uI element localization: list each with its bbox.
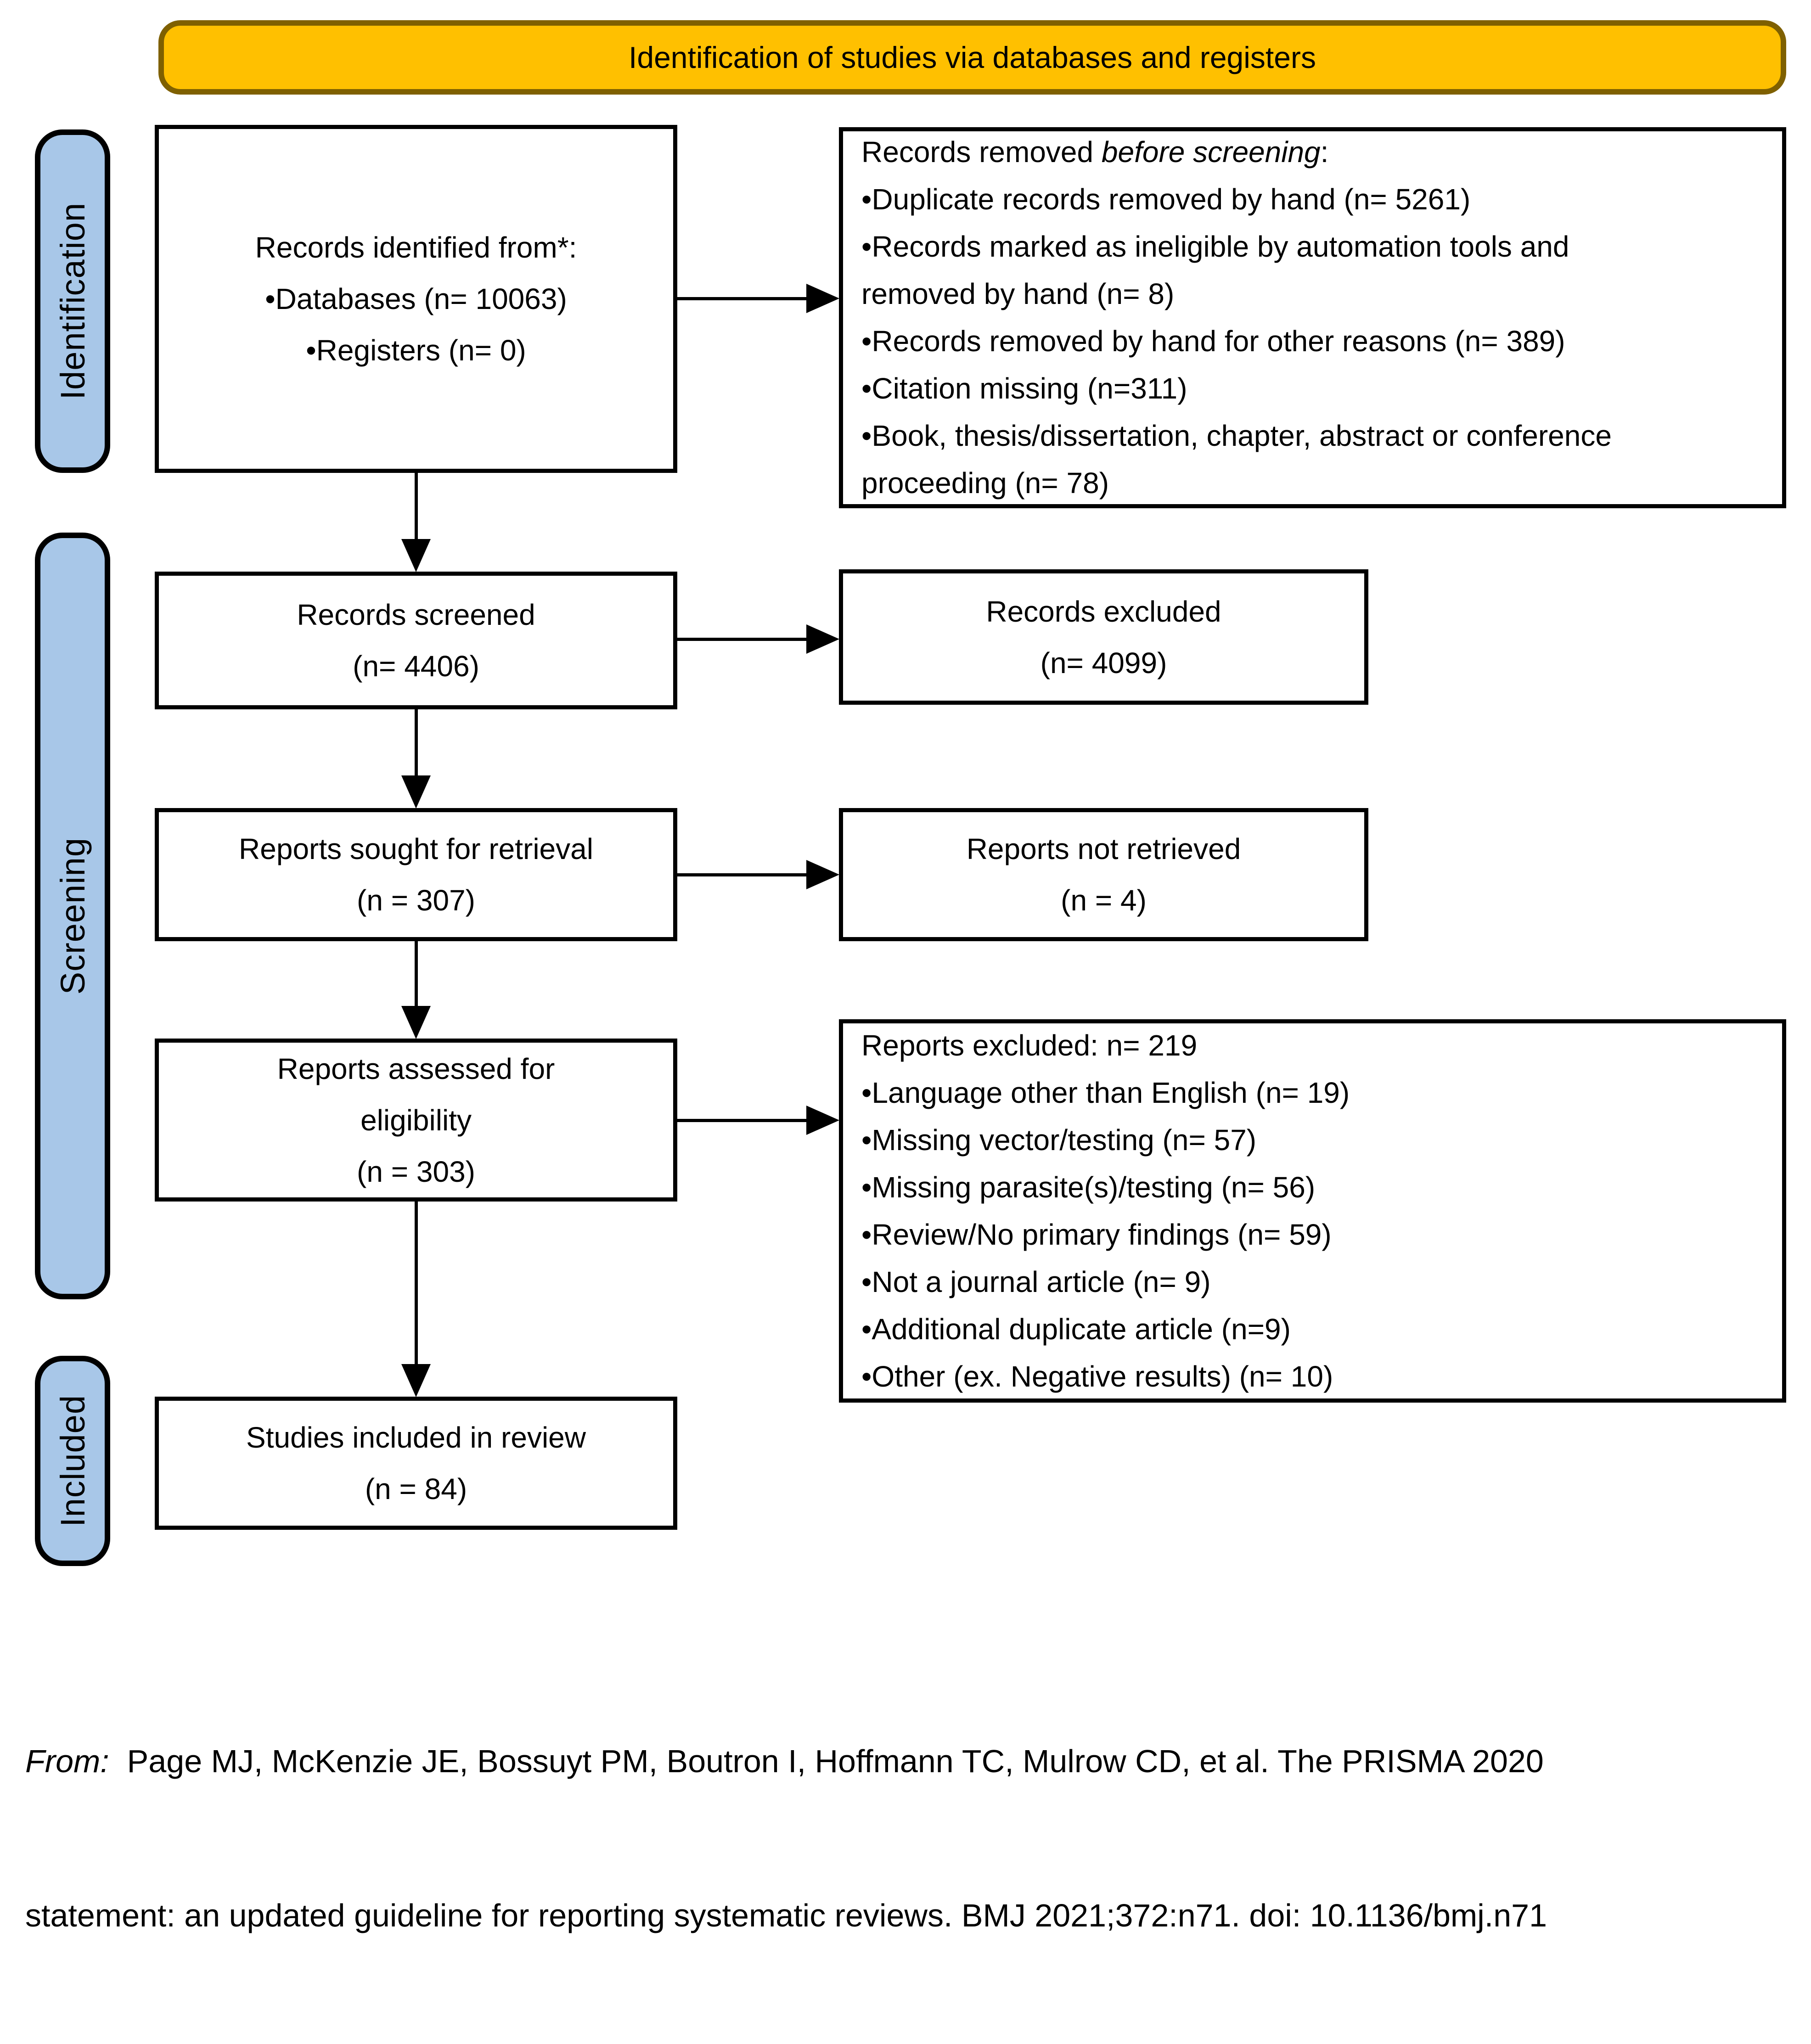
studies-included-count: (n = 84) — [365, 1472, 467, 1505]
box-reports-sought: Reports sought for retrieval (n = 307) — [155, 808, 677, 941]
box-reports-assessed: Reports assessed for eligibility (n = 30… — [155, 1039, 677, 1202]
arrow-sought-to-assessed-line — [415, 941, 418, 1008]
stage-screening: Screening — [35, 533, 110, 1299]
arrow-assessed-to-included-line — [415, 1202, 418, 1366]
arrow-identified-to-screened-head-icon — [401, 539, 431, 572]
arrow-screened-to-sought-head-icon — [401, 775, 431, 809]
rep-excl-item-missing-parasite: •Missing parasite(s)/testing (n= 56) — [861, 1170, 1316, 1204]
prisma-flow-diagram: Identification of studies via databases … — [25, 20, 1786, 1933]
records-screened-count: (n= 4406) — [353, 650, 479, 683]
rep-excl-item-duplicate: •Additional duplicate article (n=9) — [861, 1312, 1291, 1346]
arrow-sought-to-not-retrieved-line — [677, 873, 810, 876]
arrow-identified-to-removed-head-icon — [806, 284, 839, 313]
stage-identification-label: Identification — [53, 202, 92, 400]
rep-excl-item-other: •Other (ex. Negative results) (n= 10) — [861, 1359, 1333, 1393]
arrow-identified-to-screened-line — [415, 473, 418, 542]
records-identified-databases: •Databases (n= 10063) — [265, 282, 567, 315]
rep-excl-item-missing-vector: •Missing vector/testing (n= 57) — [861, 1123, 1257, 1157]
rep-excl-item-language: •Language other than English (n= 19) — [861, 1076, 1350, 1109]
box-records-removed-before-screening: Records removed before screening: •Dupli… — [839, 127, 1786, 508]
reports-sought-label: Reports sought for retrieval — [239, 832, 593, 865]
records-excluded-count: (n= 4099) — [1040, 646, 1167, 679]
removed-item-duplicates: •Duplicate records removed by hand (n= 5… — [861, 183, 1471, 216]
reports-assessed-label-2: eligibility — [360, 1103, 472, 1137]
box-reports-not-retrieved: Reports not retrieved (n = 4) — [839, 808, 1368, 941]
arrow-assessed-to-included-head-icon — [401, 1364, 431, 1397]
box-records-screened: Records screened (n= 4406) — [155, 572, 677, 709]
arrow-screened-to-sought-line — [415, 709, 418, 777]
records-removed-heading: Records removed before screening: — [861, 135, 1329, 168]
arrow-sought-to-assessed-head-icon — [401, 1006, 431, 1039]
reports-assessed-label-1: Reports assessed for — [277, 1052, 555, 1085]
reports-not-retrieved-count: (n = 4) — [1061, 884, 1147, 917]
removed-item-book-thesis: •Book, thesis/dissertation, chapter, abs… — [861, 419, 1612, 500]
stage-screening-label: Screening — [53, 837, 92, 995]
arrow-sought-to-not-retrieved-head-icon — [806, 860, 839, 889]
citation-footer: From: Page MJ, McKenzie JE, Bossuyt PM, … — [25, 1633, 1798, 2044]
arrow-assessed-to-excluded-line — [677, 1119, 810, 1122]
reports-sought-count: (n = 307) — [357, 884, 475, 917]
removed-item-other-reasons: •Records removed by hand for other reaso… — [861, 325, 1565, 358]
citation-line-1: From: Page MJ, McKenzie JE, Bossuyt PM, … — [25, 1743, 1544, 1779]
arrow-screened-to-excluded-line — [677, 638, 810, 641]
box-studies-included: Studies included in review (n = 84) — [155, 1397, 677, 1530]
records-screened-label: Records screened — [297, 598, 535, 631]
banner-label: Identification of studies via databases … — [629, 40, 1316, 74]
removed-item-automation: •Records marked as ineligible by automat… — [861, 230, 1569, 310]
rep-excl-item-not-journal: •Not a journal article (n= 9) — [861, 1265, 1211, 1298]
arrow-identified-to-removed-line — [677, 297, 810, 300]
box-reports-excluded: Reports excluded: n= 219 •Language other… — [839, 1019, 1786, 1403]
records-excluded-label: Records excluded — [986, 595, 1221, 628]
removed-item-citation-missing: •Citation missing (n=311) — [861, 372, 1187, 405]
box-records-identified: Records identified from*: •Databases (n=… — [155, 125, 677, 473]
stage-included: Included — [35, 1356, 110, 1566]
stage-included-label: Included — [53, 1395, 92, 1527]
reports-excluded-heading: Reports excluded: n= 219 — [861, 1028, 1198, 1062]
box-records-excluded: Records excluded (n= 4099) — [839, 569, 1368, 705]
reports-assessed-count: (n = 303) — [357, 1155, 475, 1188]
studies-included-label: Studies included in review — [246, 1421, 586, 1454]
records-identified-registers: •Registers (n= 0) — [306, 334, 526, 367]
banner-identification-via-databases: Identification of studies via databases … — [158, 20, 1786, 95]
stage-identification: Identification — [35, 129, 110, 473]
arrow-assessed-to-excluded-head-icon — [806, 1106, 839, 1135]
reports-not-retrieved-label: Reports not retrieved — [966, 832, 1241, 865]
arrow-screened-to-excluded-head-icon — [806, 624, 839, 654]
citation-line-2: statement: an updated guideline for repo… — [25, 1898, 1547, 1933]
records-identified-title: Records identified from*: — [255, 231, 577, 264]
rep-excl-item-review: •Review/No primary findings (n= 59) — [861, 1218, 1332, 1251]
